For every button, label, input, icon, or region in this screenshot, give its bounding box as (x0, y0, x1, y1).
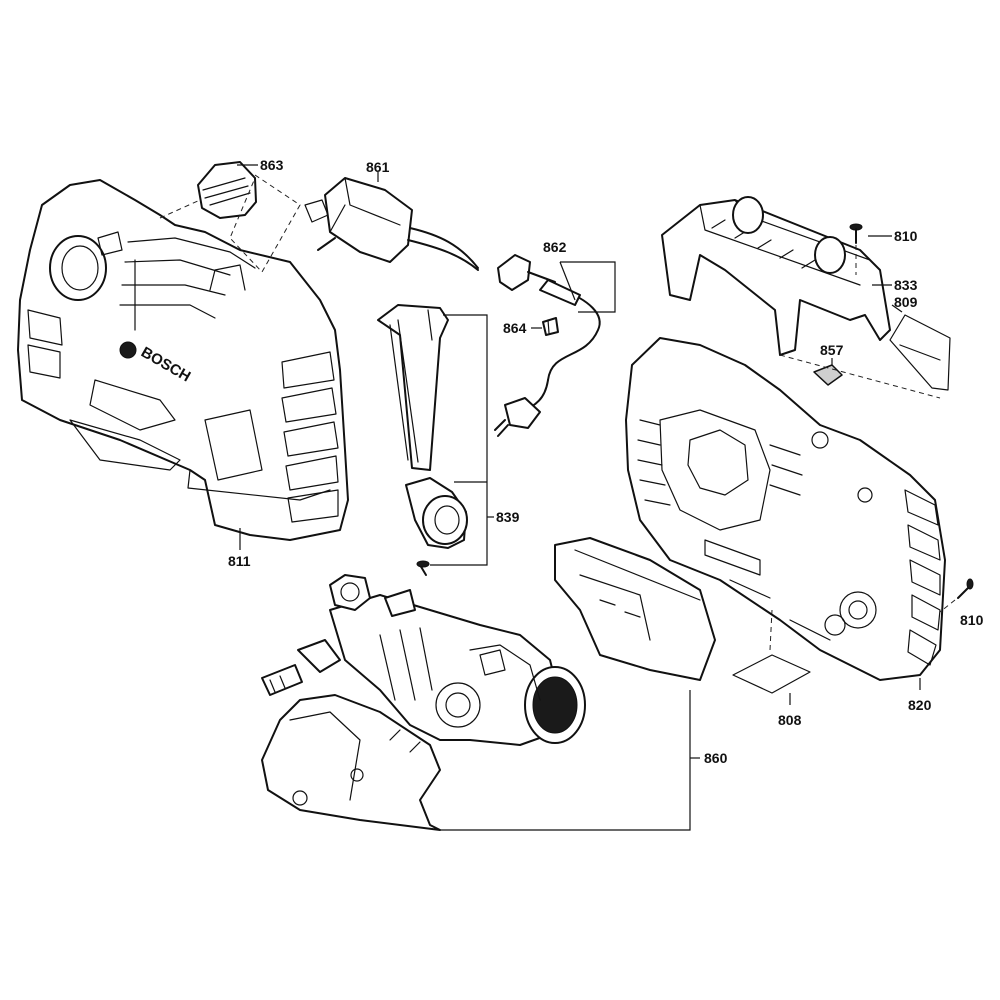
part-861-switch (304, 177, 479, 271)
label-863: 863 (260, 157, 284, 173)
part-860-motor-pump (261, 537, 716, 746)
label-808: 808 (778, 712, 802, 728)
leader-860 (440, 690, 691, 831)
label-864: 864 (503, 320, 527, 336)
label-811: 811 (228, 553, 251, 569)
dash-863 (229, 174, 301, 273)
part-862-cord (494, 254, 601, 437)
dash-857 (779, 354, 941, 399)
leader-839-frame (430, 314, 488, 566)
dash-863b (159, 199, 201, 219)
label-839: 839 (496, 509, 520, 525)
label-820: 820 (908, 697, 932, 713)
part-811-front-housing: BOSCH (17, 179, 349, 541)
label-860: 860 (704, 750, 728, 766)
label-809: 809 (894, 294, 918, 310)
part-808-plate (732, 654, 811, 694)
leader-862 (560, 261, 616, 313)
label-857: 857 (820, 342, 844, 358)
label-833: 833 (894, 277, 918, 293)
leader-862b (559, 261, 576, 301)
part-833-top-cover (661, 196, 891, 356)
label-810-top: 810 (894, 228, 918, 244)
part-810-screw-right (957, 578, 974, 599)
part-820-rear-housing (625, 337, 946, 681)
part-863-knob (197, 161, 257, 219)
part-839-bracket (377, 304, 468, 576)
part-810-screw-top (849, 223, 863, 244)
leader-809 (891, 304, 903, 313)
dash-808 (769, 609, 773, 651)
dash-810-right (939, 599, 956, 613)
part-809-plate (889, 314, 951, 391)
label-810-right: 810 (960, 612, 984, 628)
label-862: 862 (543, 239, 567, 255)
part-864-clip (542, 317, 559, 336)
label-861: 861 (366, 159, 390, 175)
part-860-lower-shroud (261, 694, 441, 831)
